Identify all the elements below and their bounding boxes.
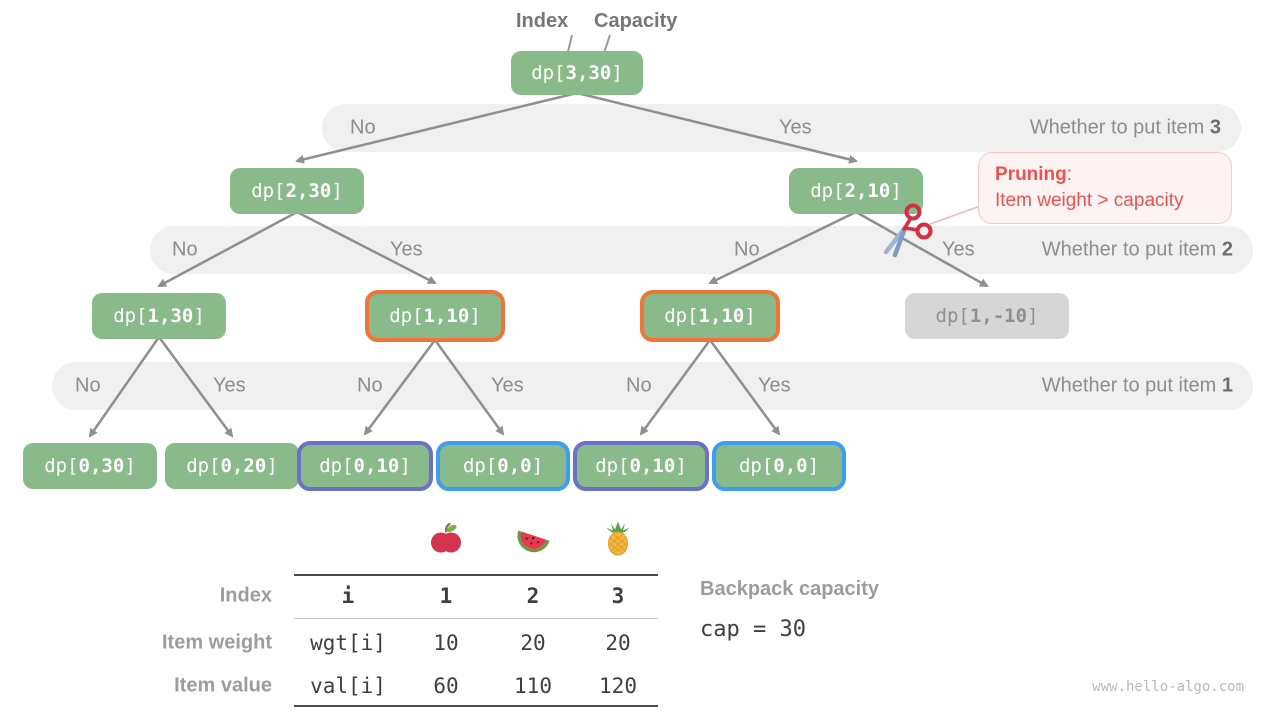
band-question: Whether to put item 3 — [1029, 116, 1221, 139]
tree-edge — [433, 339, 505, 436]
band-choice-label: Yes — [779, 116, 812, 139]
tree-edge — [363, 339, 437, 436]
band-choice-label: No — [172, 238, 198, 261]
band-item-number: 2 — [1221, 238, 1233, 261]
tree-edge — [157, 336, 234, 438]
decision-band-item-1: No Yes No Yes No Yes Whether to put item 1 — [52, 362, 1253, 410]
band-question: Whether to put item 1 — [1041, 374, 1233, 397]
tree-node-dp-0-0: dp[0,0] — [712, 441, 846, 491]
band-item-number: 3 — [1209, 116, 1221, 139]
tree-node-dp-1--10: dp[1,-10] — [905, 293, 1069, 339]
band-choice-label: Yes — [213, 374, 246, 397]
decision-band-item-2: No Yes No Yes Whether to put item 2 — [150, 226, 1253, 274]
tree-edge — [708, 339, 781, 436]
tree-edge — [576, 91, 858, 164]
tree-edge — [296, 210, 437, 285]
tree-node-dp-0-0: dp[0,0] — [436, 441, 570, 491]
tree-node-dp-1-10: dp[1,10] — [365, 290, 505, 342]
band-question: Whether to put item 2 — [1041, 238, 1233, 261]
tree-node-dp-0-20: dp[0,20] — [165, 443, 299, 489]
tree-node-dp-1-30: dp[1,30] — [92, 293, 226, 339]
band-choice-label: No — [626, 374, 652, 397]
pruning-connector-line — [929, 203, 987, 225]
band-item-number: 1 — [1221, 374, 1233, 397]
tree-edge — [708, 210, 857, 285]
band-choice-label: No — [350, 116, 376, 139]
tree-edge — [88, 336, 161, 438]
tree-node-dp-1-10: dp[1,10] — [640, 290, 780, 342]
tree-edge — [639, 339, 712, 436]
band-choice-label: Yes — [942, 238, 975, 261]
tree-node-dp-2-10: dp[2,10] — [789, 168, 923, 214]
tree-node-dp-0-30: dp[0,30] — [23, 443, 157, 489]
band-choice-label: Yes — [758, 374, 791, 397]
band-choice-label: No — [734, 238, 760, 261]
tree-node-dp-0-10: dp[0,10] — [573, 441, 709, 491]
tree-edge — [295, 91, 578, 164]
tree-edge — [855, 210, 989, 288]
band-choice-label: Yes — [390, 238, 423, 261]
tree-node-dp-2-30: dp[2,30] — [230, 168, 364, 214]
tree-edge — [157, 210, 298, 288]
tree-node-dp-3-30: dp[3,30] — [511, 51, 643, 95]
band-choice-label: No — [75, 374, 101, 397]
band-choice-label: No — [357, 374, 383, 397]
tree-node-dp-0-10: dp[0,10] — [297, 441, 433, 491]
band-choice-label: Yes — [491, 374, 524, 397]
